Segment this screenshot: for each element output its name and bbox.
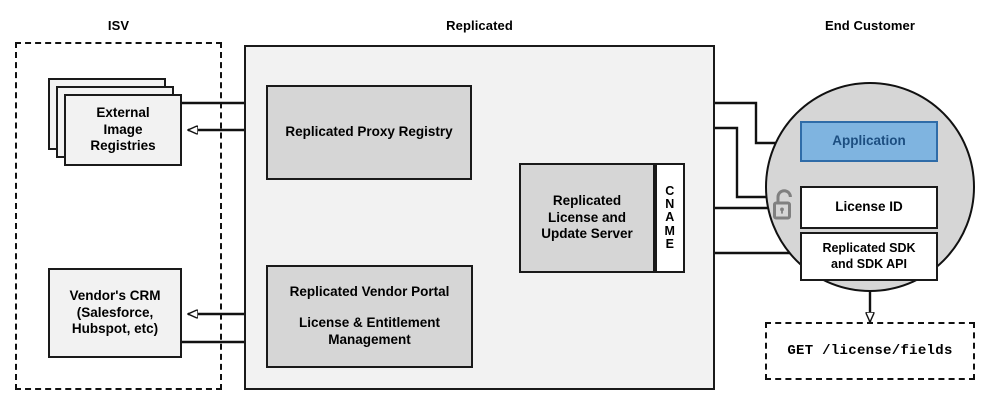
license-server-line-2: License and [547,209,626,225]
cname-letter-e: E [665,236,675,251]
vendor-portal-line-1: License & Entitlement [298,315,441,331]
cname-letter-n: N [665,197,675,212]
node-cname[interactable]: C N A M E [655,163,685,273]
zone-title-end-customer: End Customer [824,18,916,33]
node-replicated-sdk[interactable]: Replicated SDK and SDK API [800,232,938,281]
proxy-registry-label: Replicated Proxy Registry [285,124,453,140]
external-registries-line-1: External [96,104,150,120]
zone-isv [15,42,222,390]
license-server-line-1: Replicated [552,192,622,208]
vendors-crm-line-3: Hubspot, etc) [71,321,159,337]
replicated-sdk-line-2: and SDK API [831,256,907,271]
node-replicated-vendor-portal[interactable]: Replicated Vendor Portal License & Entit… [266,265,473,368]
zone-title-isv: ISV [107,18,130,33]
node-vendors-crm[interactable]: Vendor's CRM (Salesforce, Hubspot, etc) [48,268,182,358]
application-label: Application [832,133,906,149]
vendors-crm-line-2: (Salesforce, [76,304,154,320]
replicated-sdk-line-1: Replicated SDK [822,240,916,255]
cname-letter-c: C [665,183,675,198]
cname-letter-a: A [665,210,675,225]
node-application[interactable]: Application [800,121,938,162]
external-registries-line-2: Image [103,121,143,137]
node-license-id[interactable]: License ID [800,186,938,229]
vendor-portal-spacer [290,301,450,315]
vendor-portal-title: Replicated Vendor Portal [289,284,450,300]
node-external-image-registries[interactable]: External Image Registries [64,94,182,166]
license-server-line-3: Update Server [541,226,633,242]
external-registries-line-3: Registries [90,138,156,154]
cname-letter-m: M [664,223,676,238]
vendor-portal-line-2: Management [328,331,411,347]
unlocked-padlock-icon [773,189,792,220]
api-call-box: GET /license/fields [765,322,975,380]
node-replicated-proxy-registry[interactable]: Replicated Proxy Registry [266,85,472,180]
zone-title-replicated: Replicated [446,18,513,33]
node-license-update-server[interactable]: Replicated License and Update Server [519,163,655,273]
vendors-crm-line-1: Vendor's CRM [69,287,161,303]
api-call-label: GET /license/fields [787,343,953,359]
license-id-label: License ID [835,199,903,215]
